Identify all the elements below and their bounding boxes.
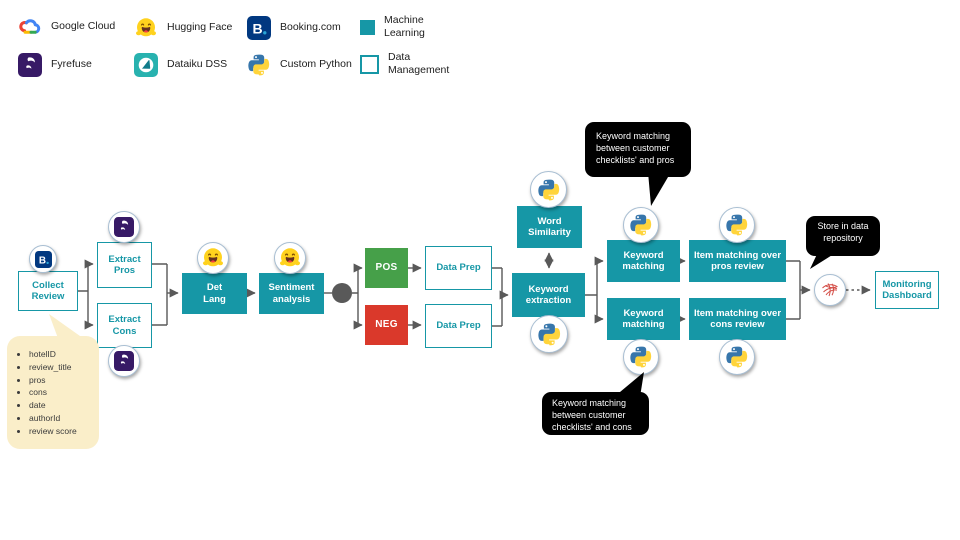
legend-label: Booking.com <box>280 21 341 34</box>
review-field: review_title <box>29 361 95 374</box>
python-icon <box>247 53 271 77</box>
node-keyword-matching-pros: Keyword matching <box>607 240 680 282</box>
node-collect-review: Collect Review <box>18 271 78 311</box>
node-label: Item matching over pros review <box>693 249 782 272</box>
legend-item-machine-learning: Machine Learning <box>360 14 456 40</box>
hugging-face-icon <box>274 242 306 274</box>
google-cloud-icon <box>18 17 42 36</box>
node-label: Keyword matching <box>622 249 665 272</box>
node-label: NEG <box>375 319 398 330</box>
node-label: Monitoring Dashboard <box>882 278 932 301</box>
ml-color-swatch <box>360 19 375 35</box>
python-icon <box>623 339 659 375</box>
node-label: Extract Cons <box>108 314 141 337</box>
node-keyword-matching-cons: Keyword matching <box>607 298 680 340</box>
legend-label: Custom Python <box>280 58 352 71</box>
node-extract-pros: Extract Pros <box>97 242 152 288</box>
python-icon <box>530 171 567 208</box>
legend-label: Machine Learning <box>384 14 425 40</box>
review-field: authorId <box>29 412 95 425</box>
node-data-prep-pos: Data Prep <box>425 246 492 290</box>
fyrefuse-icon <box>108 345 140 377</box>
node-neg: NEG <box>365 305 408 345</box>
legend-label: Dataiku DSS <box>167 58 228 71</box>
node-item-matching-pros: Item matching over pros review <box>689 240 786 282</box>
python-icon <box>719 339 755 375</box>
node-label: POS <box>375 262 398 273</box>
fyrefuse-icon <box>108 211 140 243</box>
node-monitoring-dashboard: Monitoring Dashboard <box>875 271 939 309</box>
python-icon <box>623 207 659 243</box>
callout-review-fields: hotelID review_title pros cons date auth… <box>7 336 99 449</box>
review-fields-list: hotelID review_title pros cons date auth… <box>13 348 95 437</box>
legend-item-booking: B Booking.com <box>247 16 341 40</box>
node-label: Word Similarity <box>528 215 571 238</box>
legend-label: Hugging Face <box>167 21 233 34</box>
node-det-lang: Det Lang <box>182 273 247 314</box>
legend-item-google-cloud: Google Cloud <box>18 17 115 36</box>
dm-color-swatch <box>360 54 379 74</box>
legend-item-custom-python: Custom Python <box>247 53 352 77</box>
review-field: review score <box>29 425 95 438</box>
legend-label: Fyrefuse <box>51 58 92 71</box>
node-label: Collect Review <box>31 279 65 302</box>
booking-icon: B <box>29 245 57 273</box>
legend-item-hugging-face: Hugging Face <box>134 16 232 40</box>
database-icon <box>814 274 846 306</box>
node-extract-cons: Extract Cons <box>97 303 152 348</box>
node-label: Data Prep <box>436 320 481 332</box>
python-icon <box>530 315 568 353</box>
node-item-matching-cons: Item matching over cons review <box>689 298 786 340</box>
legend-label: Google Cloud <box>51 19 116 32</box>
node-label: Extract Pros <box>108 253 141 276</box>
hugging-face-icon <box>134 16 158 40</box>
node-label: Item matching over cons review <box>693 307 782 330</box>
legend-item-data-management: Data Management <box>360 51 460 77</box>
callout-text: Keyword matching between customer checkl… <box>596 131 675 166</box>
node-data-prep-neg: Data Prep <box>425 304 492 348</box>
legend-item-fyrefuse: Fyrefuse <box>18 53 92 77</box>
node-label: Det Lang <box>203 282 226 305</box>
node-label: Data Prep <box>436 262 481 274</box>
legend-label: Data Management <box>388 51 450 77</box>
legend-item-dataiku: Dataiku DSS <box>134 53 227 77</box>
node-keyword-extraction: Keyword extraction <box>512 273 585 317</box>
node-sentiment-analysis: Sentiment analysis <box>259 273 324 314</box>
callout-text: Store in data repository <box>817 221 869 244</box>
node-pos: POS <box>365 248 408 288</box>
callout-cons-note: Keyword matching between customer checkl… <box>542 392 649 435</box>
node-word-similarity: Word Similarity <box>517 206 582 248</box>
junction-dot <box>332 283 352 303</box>
fyrefuse-icon <box>18 53 42 77</box>
dataiku-icon <box>134 53 158 77</box>
review-field: cons <box>29 386 95 399</box>
node-label: Sentiment analysis <box>268 282 315 305</box>
booking-icon: B <box>247 16 271 40</box>
node-label: Keyword matching <box>622 307 665 330</box>
review-field: date <box>29 399 95 412</box>
callout-text: Keyword matching between customer checkl… <box>552 398 632 433</box>
callout-store-note: Store in data repository <box>806 216 880 256</box>
svg-text:B: B <box>253 21 263 37</box>
svg-text:B: B <box>38 255 45 266</box>
hugging-face-icon <box>197 242 229 274</box>
node-label: Keyword extraction <box>525 283 572 306</box>
python-icon <box>719 207 755 243</box>
review-field: pros <box>29 374 95 387</box>
review-field: hotelID <box>29 348 95 361</box>
callout-pros-note: Keyword matching between customer checkl… <box>585 122 691 177</box>
